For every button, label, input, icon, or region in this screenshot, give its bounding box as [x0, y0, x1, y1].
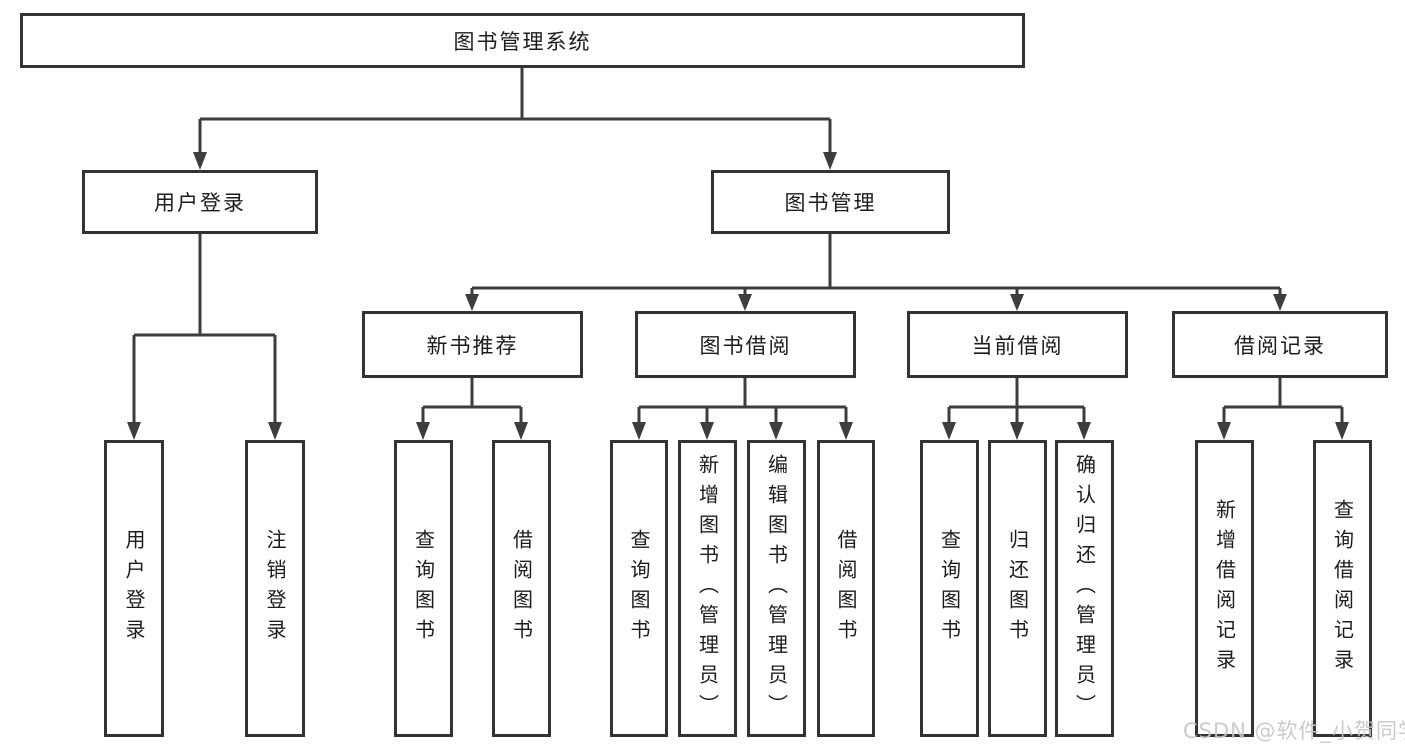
leaf-logout: 注销登录: [245, 440, 305, 737]
node-book-borrow: 图书借阅: [635, 311, 856, 378]
leaf-query-books-recommend: 查询图书: [394, 440, 453, 737]
leaf-borrow-books: 借阅图书: [817, 440, 875, 737]
node-root-system: 图书管理系统: [20, 13, 1025, 68]
leaf-edit-book-admin: 编辑图书（管理员）: [747, 440, 806, 737]
leaf-query-books-borrow: 查询图书: [610, 440, 668, 737]
connector-root-to-level2: [198, 68, 832, 154]
node-current-borrow: 当前借阅: [907, 311, 1128, 378]
node-borrow-records: 借阅记录: [1172, 311, 1388, 378]
leaf-return-books: 归还图书: [988, 440, 1047, 737]
csdn-watermark: CSDN @软件_小贺同学: [1183, 719, 1405, 743]
connector-book-borrow-leaves: [637, 378, 848, 424]
arrowheads: [127, 152, 1349, 440]
node-book-management: 图书管理: [711, 170, 950, 234]
connector-book-mgmt-to-level3: [470, 234, 1282, 296]
leaf-query-books-current: 查询图书: [920, 440, 979, 737]
node-new-book-recommend: 新书推荐: [362, 311, 583, 378]
connector-new-book-leaves: [421, 378, 523, 424]
leaf-query-borrow-record: 查询借阅记录: [1313, 440, 1372, 737]
leaf-confirm-return-admin: 确认归还（管理员）: [1055, 440, 1114, 737]
node-user-login: 用户登录: [82, 170, 318, 234]
leaf-add-book-admin: 新增图书（管理员）: [678, 440, 737, 737]
leaf-add-borrow-record: 新增借阅记录: [1195, 440, 1254, 737]
connector-user-login-leaves: [132, 234, 277, 424]
leaf-user-login: 用户登录: [104, 440, 164, 737]
connector-current-borrow-leaves: [947, 378, 1086, 424]
leaf-borrow-books-recommend: 借阅图书: [492, 440, 551, 737]
connector-borrow-record-leaves: [1222, 378, 1344, 424]
